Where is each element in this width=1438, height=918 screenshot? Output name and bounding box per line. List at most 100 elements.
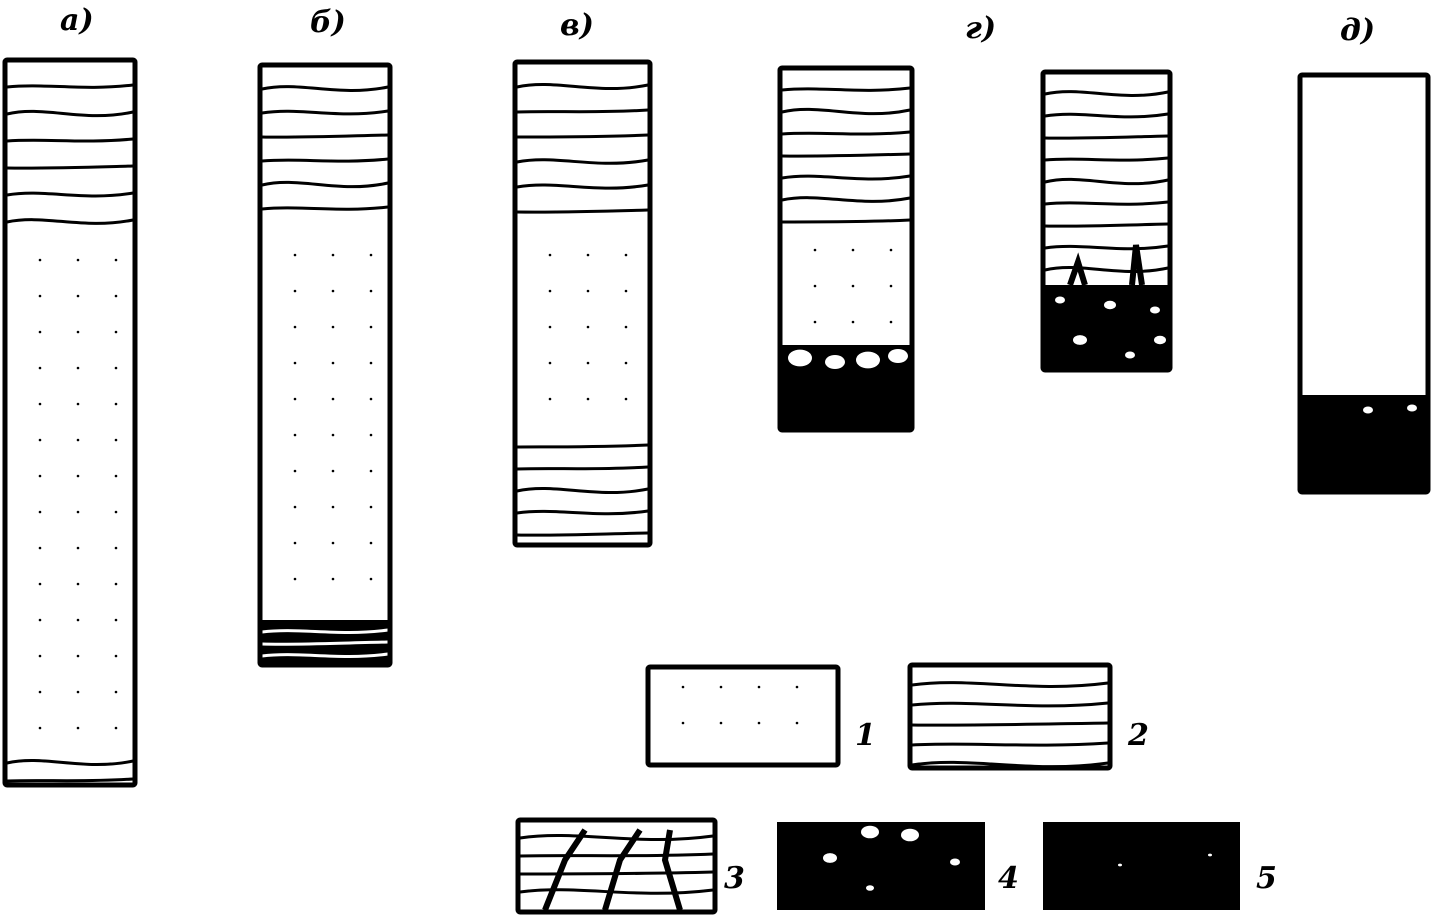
sand-stipple (795, 685, 799, 689)
white-spots (825, 355, 845, 369)
layered-sediment (516, 531, 649, 537)
sand-stipple (331, 361, 335, 365)
layered-sediment (516, 83, 649, 91)
sand-stipple (114, 726, 118, 730)
sand-stipple (76, 546, 80, 550)
sand-stipple (369, 541, 373, 545)
layered-sediment (1044, 134, 1169, 140)
sand-stipple (719, 685, 723, 689)
legend-2-layered (907, 662, 1113, 771)
layered-sediment (516, 443, 649, 449)
sand-stipple (624, 397, 628, 401)
white-spots (1407, 404, 1417, 412)
sand-stipple (369, 361, 373, 365)
label-a: а) (60, 3, 94, 38)
layered-sediment (261, 205, 389, 211)
layered-sediment (6, 777, 134, 783)
sand-stipple (331, 289, 335, 293)
sand-stipple (293, 253, 297, 257)
sand-stipple (548, 361, 552, 365)
legend-label-2: 2 (1127, 718, 1149, 753)
layered-sediment (911, 701, 1109, 708)
layered-sediment (6, 164, 134, 170)
layered-sediment (1044, 112, 1169, 119)
sand-stipple (813, 284, 817, 288)
layered-sediment (6, 83, 134, 89)
column-b (257, 62, 393, 668)
column-g2 (1040, 69, 1173, 373)
sand-stipple (114, 510, 118, 514)
sand-stipple (624, 325, 628, 329)
label-d: д) (1340, 13, 1375, 48)
layered-sediment (781, 218, 911, 224)
layered-sediment (261, 133, 389, 139)
sand-stipple (369, 469, 373, 473)
layered-sediment (781, 107, 911, 116)
sand-stipple (76, 402, 80, 406)
sand-stipple (38, 726, 42, 730)
layered-sediment (516, 183, 649, 190)
column-a (2, 57, 138, 788)
white-spots (1125, 351, 1135, 359)
white-spots (823, 853, 837, 863)
sand-stipple (76, 438, 80, 442)
white-spots (856, 351, 880, 369)
layered-sediment-light (261, 640, 389, 646)
sand-stipple (331, 253, 335, 257)
sand-stipple (548, 253, 552, 257)
sand-stipple (38, 366, 42, 370)
layered-sediment (781, 152, 911, 158)
legend-3-veined (515, 817, 718, 915)
sand-stipple (586, 325, 590, 329)
layered-sediment (6, 218, 134, 225)
sand-stipple (114, 546, 118, 550)
layered-sediment (516, 487, 649, 495)
sand-stipple (757, 721, 761, 725)
white-spots (1208, 853, 1212, 857)
layered-sediment (6, 759, 134, 767)
sand-stipple (369, 253, 373, 257)
sand-stipple (38, 618, 42, 622)
white-spots (861, 825, 879, 839)
layered-sediment (6, 137, 134, 143)
white-spots (1154, 335, 1166, 345)
sand-stipple (76, 366, 80, 370)
layered-sediment (1044, 90, 1169, 97)
layered-sediment (1044, 244, 1169, 251)
layered-sediment (1044, 266, 1169, 274)
sand-stipple (114, 654, 118, 658)
sand-stipple (624, 289, 628, 293)
sand-stipple (293, 541, 297, 545)
column-v (512, 59, 653, 548)
sand-stipple (586, 253, 590, 257)
sand-stipple (76, 474, 80, 478)
sand-stipple (76, 618, 80, 622)
sand-stipple (293, 505, 297, 509)
sand-stipple (548, 397, 552, 401)
layered-sediment (6, 191, 134, 198)
layered-sediment-light (261, 652, 389, 658)
sand-stipple (331, 325, 335, 329)
sand-stipple (293, 469, 297, 473)
sand-stipple (889, 248, 893, 252)
layered-sediment (1044, 177, 1169, 186)
layered-sediment (1044, 222, 1169, 228)
sand-stipple (38, 690, 42, 694)
sand-stipple (586, 289, 590, 293)
sand-stipple (681, 721, 685, 725)
layered-sediment (519, 852, 714, 858)
sand-stipple (38, 510, 42, 514)
sand-stipple (889, 284, 893, 288)
sand-stipple (586, 397, 590, 401)
sand-stipple (369, 433, 373, 437)
sand-stipple (889, 320, 893, 324)
layered-sediment (516, 158, 649, 165)
sand-stipple (681, 685, 685, 689)
layered-sediment (519, 834, 714, 842)
sand-stipple (38, 582, 42, 586)
sand-stipple (813, 320, 817, 324)
sand-stipple (548, 325, 552, 329)
sand-stipple (76, 258, 80, 262)
sand-stipple (586, 361, 590, 365)
